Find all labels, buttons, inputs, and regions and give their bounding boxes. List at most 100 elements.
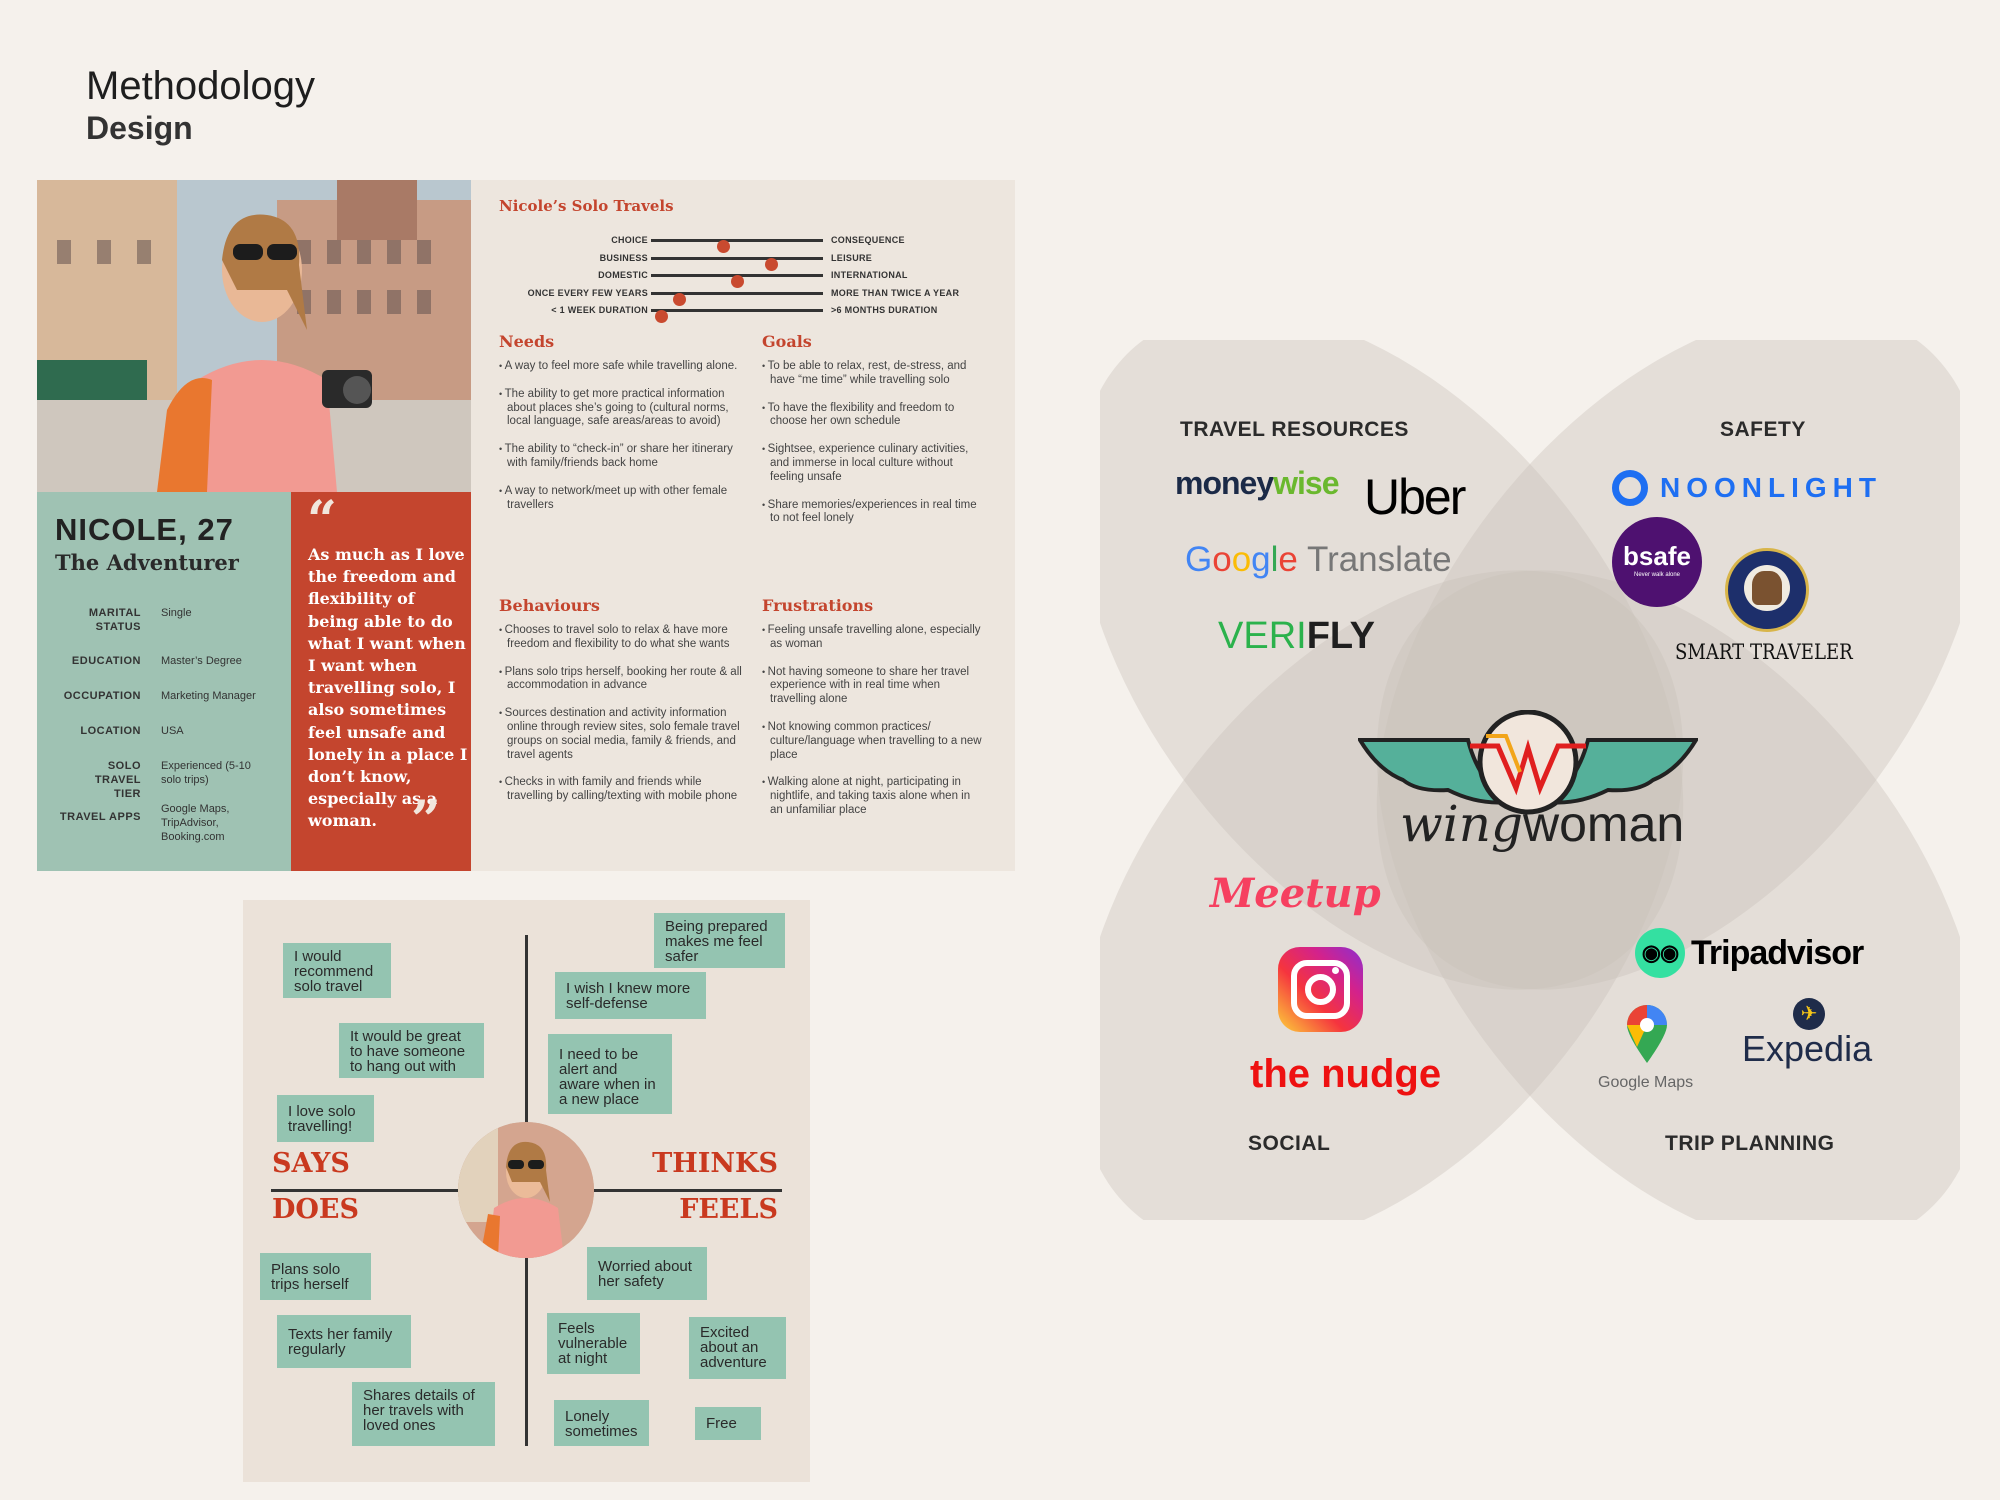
goals-item: Share memories/experiences in real time … xyxy=(762,499,982,527)
wingwoman-logo: wingwoman xyxy=(1400,795,1685,853)
slider-row: ONCE EVERY FEW YEARS MORE THAN TWICE A YE… xyxy=(37,286,1015,306)
needs-title: Needs xyxy=(499,332,555,351)
behaviours-item: Chooses to travel solo to relax & have m… xyxy=(499,624,744,652)
slider-dot xyxy=(731,275,744,288)
slider-track xyxy=(651,257,823,271)
needs-list: A way to feel more safe while travelling… xyxy=(499,360,739,526)
petal-travel-resources xyxy=(1100,340,1684,990)
page-subtitle: Design xyxy=(86,110,193,146)
does-note: Shares details of her travels with loved… xyxy=(352,1382,495,1446)
says-note: I would recommend solo travel xyxy=(283,943,391,998)
feels-note: Lonely sometimes xyxy=(554,1400,649,1446)
frustrations-item: Not having someone to share her travel e… xyxy=(762,666,982,707)
page-title: Methodology xyxy=(86,64,316,108)
close-quote-icon: ” xyxy=(411,790,441,851)
travel-resources-label: TRAVEL RESOURCES xyxy=(1180,418,1409,441)
slider-left-label: DOMESTIC xyxy=(598,270,648,280)
persona-photo xyxy=(37,180,471,492)
slider-right-label: >6 MONTHS DURATION xyxy=(831,305,938,315)
google-translate-logo: Google Translate xyxy=(1185,540,1452,579)
needs-item: A way to network/meet up with other fema… xyxy=(499,485,739,513)
thinks-note: I wish I knew more self-defense xyxy=(555,972,706,1019)
open-quote-icon: “ xyxy=(307,490,337,551)
frustrations-item: Walking alone at night, participating in… xyxy=(762,776,982,817)
persona-quote: “ As much as I love the freedom and flex… xyxy=(291,490,471,871)
persona-name: NICOLE, 27 xyxy=(55,512,234,547)
google-maps-pin-icon xyxy=(1627,1005,1667,1063)
slider-dot xyxy=(717,240,731,253)
thinks-note: Being prepared makes me feel safer xyxy=(654,913,785,968)
petal-safety xyxy=(1376,340,1960,990)
slider-row: < 1 WEEK DURATION >6 MONTHS DURATION xyxy=(37,303,1015,323)
venn-diagram: TRAVEL RESOURCES SAFETY SOCIAL TRIP PLAN… xyxy=(1100,340,1960,1220)
slider-left-label: BUSINESS xyxy=(599,253,648,263)
slider-track xyxy=(651,274,823,288)
feels-note: Feels vulnerable at night xyxy=(547,1313,640,1374)
slider-right-label: MORE THAN TWICE A YEAR xyxy=(831,288,960,298)
behaviours-item: Checks in with family and friends while … xyxy=(499,776,744,804)
says-label: SAYS xyxy=(272,1148,350,1179)
meetup-logo: Meetup xyxy=(1210,870,1381,917)
slider-right-label: CONSEQUENCE xyxy=(831,235,905,245)
slider-track xyxy=(651,239,823,253)
noonlight-ring-icon xyxy=(1612,470,1648,506)
persona-card: NICOLE, 27 The Adventurer MARITAL STATUS… xyxy=(37,180,1015,871)
safety-label: SAFETY xyxy=(1720,418,1806,441)
goals-title: Goals xyxy=(762,332,812,351)
frustrations-list: Feeling unsafe travelling alone, especia… xyxy=(762,624,982,832)
slider-left-label: < 1 WEEK DURATION xyxy=(551,305,648,315)
persona-profile: NICOLE, 27 The Adventurer MARITAL STATUS… xyxy=(37,492,291,871)
feels-note: Free xyxy=(695,1407,761,1440)
slider-row: BUSINESS LEISURE xyxy=(37,251,1015,271)
slider-row: CHOICE CONSEQUENCE xyxy=(37,233,1015,253)
does-note: Plans solo trips herself xyxy=(260,1253,371,1300)
the-nudge-logo: the nudge xyxy=(1250,1052,1442,1096)
social-label: SOCIAL xyxy=(1248,1132,1331,1155)
empathy-map: SAYS THINKS DOES FEELS I would recommend… xyxy=(243,900,810,1482)
tripadvisor-owl-icon: ◉◉ xyxy=(1635,928,1685,978)
expedia-logo: Expedia xyxy=(1742,1028,1873,1069)
slider-left-label: CHOICE xyxy=(611,235,648,245)
behaviours-title: Behaviours xyxy=(499,596,600,615)
goals-item: To be able to relax, rest, de-stress, an… xyxy=(762,360,982,388)
feels-note: Worried about her safety xyxy=(587,1247,707,1300)
behaviours-item: Sources destination and activity informa… xyxy=(499,707,744,762)
frustrations-title: Frustrations xyxy=(762,596,874,615)
noonlight-logo: NOONLIGHT xyxy=(1612,470,1882,506)
slider-right-label: LEISURE xyxy=(831,253,873,263)
does-note: Texts her family regularly xyxy=(277,1315,411,1368)
google-maps-label: Google Maps xyxy=(1598,1074,1694,1091)
behaviours-item: Plans solo trips herself, booking her ro… xyxy=(499,666,744,694)
goals-item: Sightsee, experience culinary activities… xyxy=(762,443,982,484)
goals-item: To have the flexibility and freedom to c… xyxy=(762,402,982,430)
slider-track xyxy=(651,309,823,323)
thinks-note: I need to be alert and aware when in a n… xyxy=(548,1034,672,1114)
slider-dot xyxy=(765,258,779,271)
slider-left-label: ONCE EVERY FEW YEARS xyxy=(527,288,648,298)
behaviours-list: Chooses to travel solo to relax & have m… xyxy=(499,624,744,818)
feels-note: Excited about an adventure xyxy=(689,1317,786,1379)
expedia-plane-icon: ✈ xyxy=(1793,998,1825,1030)
needs-item: The ability to get more practical inform… xyxy=(499,388,739,429)
quote-text: As much as I love the freedom and flexib… xyxy=(308,545,468,831)
persona-role: The Adventurer xyxy=(55,550,239,575)
slider-dot xyxy=(655,310,669,323)
tripadvisor-logo: ◉◉Tripadvisor xyxy=(1635,928,1864,978)
thinks-label: THINKS xyxy=(652,1148,778,1179)
verifly-logo: VERIFLY xyxy=(1218,615,1375,657)
needs-item: The ability to “check-in” or share her i… xyxy=(499,443,739,471)
solo-travels-title: Nicole’s Solo Travels xyxy=(499,197,674,215)
needs-item: A way to feel more safe while travelling… xyxy=(499,360,739,374)
frustrations-item: Feeling unsafe travelling alone, especia… xyxy=(762,624,982,652)
smart-traveler-label: SMART TRAVELER xyxy=(1675,640,1853,664)
does-label: DOES xyxy=(272,1194,360,1225)
slider-track xyxy=(651,292,823,306)
moneywise-logo: moneywise xyxy=(1175,465,1340,501)
goals-list: To be able to relax, rest, de-stress, an… xyxy=(762,360,982,540)
uber-logo: Uber xyxy=(1364,469,1466,525)
trip-planning-label: TRIP PLANNING xyxy=(1665,1132,1835,1155)
persona-avatar xyxy=(458,1122,594,1258)
frustrations-item: Not knowing common practices/ culture/la… xyxy=(762,721,982,762)
